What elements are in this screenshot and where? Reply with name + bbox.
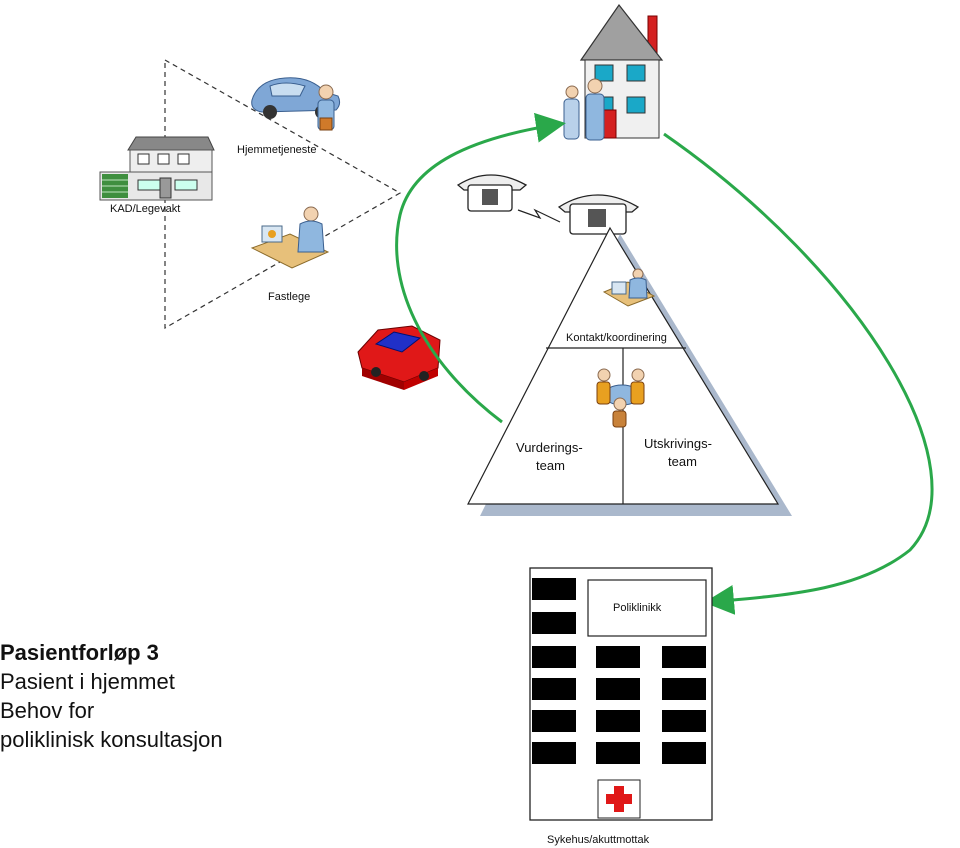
poliklinikk-label: Poliklinikk — [613, 602, 662, 614]
arrow-to-home — [395, 112, 566, 424]
kad-building-icon — [99, 136, 215, 201]
doctor-icon — [250, 206, 330, 269]
caption-line-3: poliklinisk konsultasjon — [0, 727, 223, 752]
car-icon — [357, 325, 441, 390]
arrow-to-hospital — [663, 132, 934, 615]
kad-label: KAD/Legevakt — [110, 203, 180, 215]
utskriving-label-2: team — [668, 454, 697, 469]
hospital-icon — [529, 567, 713, 821]
fastlege-label: Fastlege — [268, 291, 310, 303]
sykehus-label: Sykehus/akuttmottak — [547, 834, 650, 846]
coordinator-icon — [602, 268, 656, 307]
people-icon — [563, 78, 605, 141]
caption: Pasientforløp 3 Pasient i hjemmet Behov … — [0, 638, 223, 754]
phone-link — [517, 208, 561, 223]
caption-line-2: Behov for — [0, 698, 95, 723]
phone-icon-2 — [557, 194, 640, 235]
vurdering-label-2: team — [536, 458, 565, 473]
vurdering-label-1: Vurderings- — [516, 440, 583, 455]
utskriving-label-1: Utskrivings- — [644, 436, 712, 451]
kontakt-label: Kontakt/koordinering — [566, 332, 667, 344]
hjemmetjeneste-label: Hjemmetjeneste — [237, 144, 316, 156]
team-icon — [596, 368, 645, 428]
caption-title: Pasientforløp 3 — [0, 640, 159, 665]
home-service-car-icon — [251, 77, 341, 131]
phone-icon — [456, 174, 528, 212]
caption-line-1: Pasient i hjemmet — [0, 669, 175, 694]
